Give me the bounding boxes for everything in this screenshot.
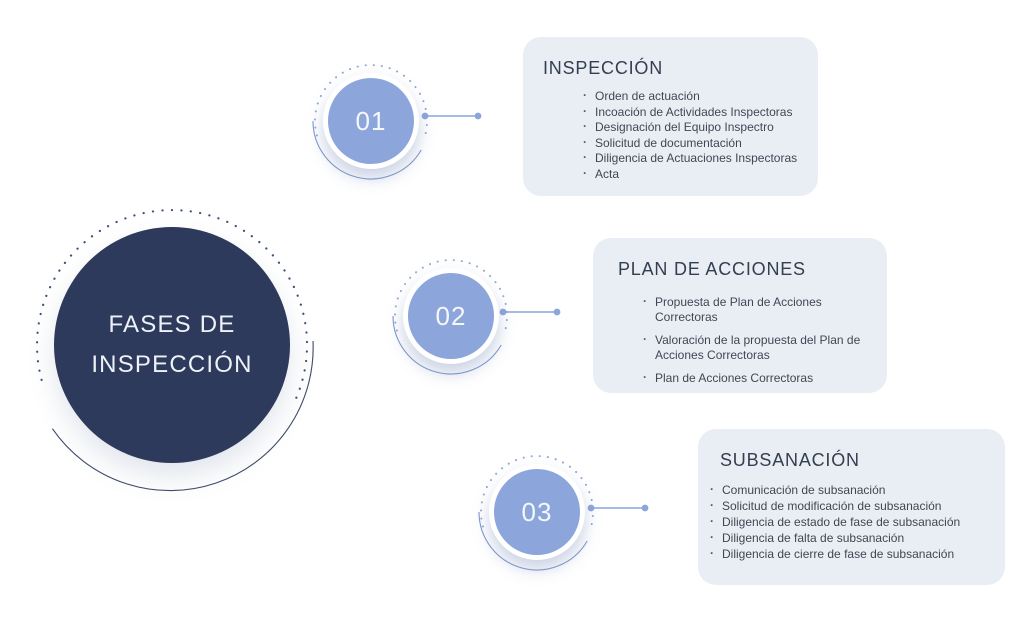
list-item: Diligencia de cierre de fase de subsanac… [710,545,990,562]
phase-2-list: Propuesta de Plan de Acciones Correctora… [643,294,873,386]
phase-1-solid-arc [312,120,422,180]
phase-3-list: Comunicación de subsanaciónSolicitud de … [710,481,990,562]
phase-2-solid-arc [392,315,502,375]
phase-1-heading: INSPECCIÓN [543,58,664,78]
list-item: Orden de actuación [583,88,815,105]
phase-2-connector [499,308,561,316]
main-circle-solid-arc [51,340,314,492]
list-item: Incoación de Actividades Inspectoras [583,104,815,121]
list-item: Comunicación de subsanación [710,481,990,498]
phase-3-number-circle: 03 [489,464,585,560]
list-item: Designación del Equipo Inspectro [583,119,815,136]
phase-3-connector [587,504,649,512]
phase-2-number: 02 [435,300,467,331]
phase-1-list: Orden de actuaciónIncoación de Actividad… [583,88,815,183]
list-item: Solicitud de documentación [583,135,815,152]
phase-1-number-circle: 01 [323,73,419,169]
main-topic-circle: FASES DE INSPECCIÓN [54,227,290,463]
main-title: FASES DE INSPECCIÓN [91,305,252,385]
main-circle-dotted-arc [35,208,309,404]
list-item: Plan de Acciones Correctoras [643,370,873,386]
list-item: Diligencia de Actuaciones Inspectoras [583,150,815,167]
list-item: Diligencia de estado de fase de subsanac… [710,513,990,530]
phase-2-card: PLAN DE ACCIONES Propuesta de Plan de Ac… [593,238,887,393]
list-item: Propuesta de Plan de Acciones Correctora… [643,294,873,325]
list-item: Diligencia de falta de subsanación [710,529,990,546]
list-item: Solicitud de modificación de subsanación [710,497,990,514]
phase-1-connector [421,112,482,120]
main-title-line2: INSPECCIÓN [91,351,253,378]
phase-1-number: 01 [355,105,387,136]
phase-2-heading: PLAN DE ACCIONES [618,259,806,279]
phase-2-number-circle: 02 [403,268,499,364]
list-item: Acta [583,166,815,183]
phase-3-heading: SUBSANACIÓN [720,450,860,470]
phase-3-number: 03 [521,496,553,527]
phase-3-card: SUBSANACIÓN Comunicación de subsanaciónS… [698,429,1005,585]
list-item: Valoración de la propuesta del Plan de A… [643,332,873,363]
main-title-line1: FASES DE [108,311,236,338]
phase-1-card: INSPECCIÓN Orden de actuaciónIncoación d… [523,37,818,196]
phase-3-solid-arc [478,511,588,571]
